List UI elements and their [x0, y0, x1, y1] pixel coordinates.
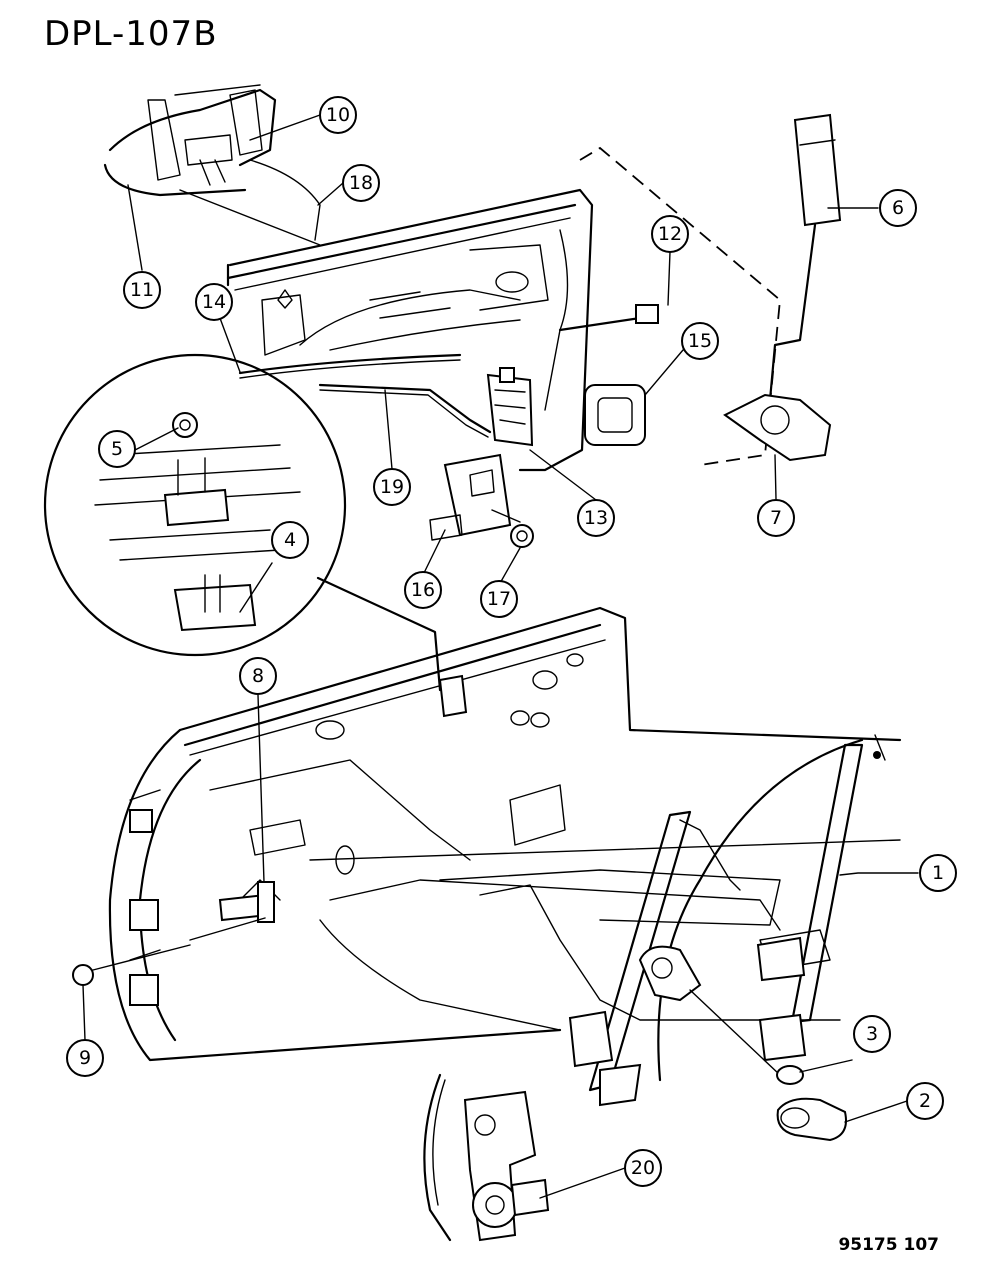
callout-4: 4 — [271, 521, 309, 559]
callout-10: 10 — [319, 96, 357, 134]
bolt-12 — [635, 304, 659, 324]
callout-label: 9 — [79, 1047, 91, 1069]
striker-4 — [173, 583, 257, 632]
lock-mechanism-7 — [723, 393, 832, 462]
door-latch — [486, 367, 534, 447]
diagram-title: DPL-107B — [44, 14, 218, 54]
callout-label: 3 — [866, 1023, 878, 1045]
callout-label: 11 — [130, 279, 154, 301]
callout-8: 8 — [239, 657, 277, 695]
callout-label: 10 — [326, 104, 350, 126]
bezel-15 — [584, 384, 646, 446]
washer-3 — [776, 1065, 804, 1085]
upper-door-panel — [226, 188, 594, 472]
rod-19 — [318, 383, 492, 434]
regulator-motor — [638, 945, 781, 1076]
callout-label: 15 — [688, 330, 712, 352]
lower-door-inner-panel — [108, 606, 902, 1062]
rod-14 — [238, 353, 462, 375]
callout-17: 17 — [480, 580, 518, 618]
callout-13: 13 — [577, 499, 615, 537]
callout-2: 2 — [906, 1082, 944, 1120]
callout-14: 14 — [195, 283, 233, 321]
callout-label: 8 — [252, 665, 264, 687]
callout-3: 3 — [853, 1015, 891, 1053]
door-handle-assembly — [103, 84, 321, 246]
detail-circle — [43, 353, 347, 657]
callout-label: 12 — [658, 223, 682, 245]
callout-15: 15 — [681, 322, 719, 360]
callout-7: 7 — [757, 499, 795, 537]
callout-label: 4 — [284, 529, 296, 551]
nut-17 — [510, 524, 534, 548]
callout-label: 14 — [202, 291, 226, 313]
callout-16: 16 — [404, 571, 442, 609]
callout-19: 19 — [373, 468, 411, 506]
callout-leaders — [82, 114, 919, 1199]
callout-11: 11 — [123, 271, 161, 309]
callout-label: 1 — [932, 862, 944, 884]
callout-18: 18 — [342, 164, 380, 202]
callout-6: 6 — [879, 189, 917, 227]
callout-9: 9 — [66, 1039, 104, 1077]
callout-label: 19 — [380, 476, 404, 498]
diagram-code: 95175 107 — [838, 1235, 939, 1255]
callout-1: 1 — [919, 854, 957, 892]
callout-label: 6 — [892, 197, 904, 219]
callout-12: 12 — [651, 215, 689, 253]
callout-5: 5 — [98, 430, 136, 468]
callout-label: 16 — [411, 579, 435, 601]
striker-bracket — [429, 453, 521, 541]
crank-handle-2 — [776, 1097, 847, 1142]
lock-knob-6 — [768, 113, 842, 402]
nut-9 — [72, 964, 94, 986]
callout-label: 5 — [111, 438, 123, 460]
callout-label: 18 — [349, 172, 373, 194]
callout-20: 20 — [624, 1149, 662, 1187]
callout-label: 7 — [770, 507, 782, 529]
callout-label: 17 — [487, 588, 511, 610]
window-regulator — [568, 734, 886, 1107]
regulator-sector-20 — [423, 1073, 550, 1242]
callout-label: 13 — [584, 507, 608, 529]
callout-label: 2 — [919, 1090, 931, 1112]
nut-5 — [172, 412, 198, 438]
hinge-8 — [189, 881, 275, 941]
bolt-line — [558, 316, 642, 332]
callout-label: 20 — [631, 1157, 655, 1179]
